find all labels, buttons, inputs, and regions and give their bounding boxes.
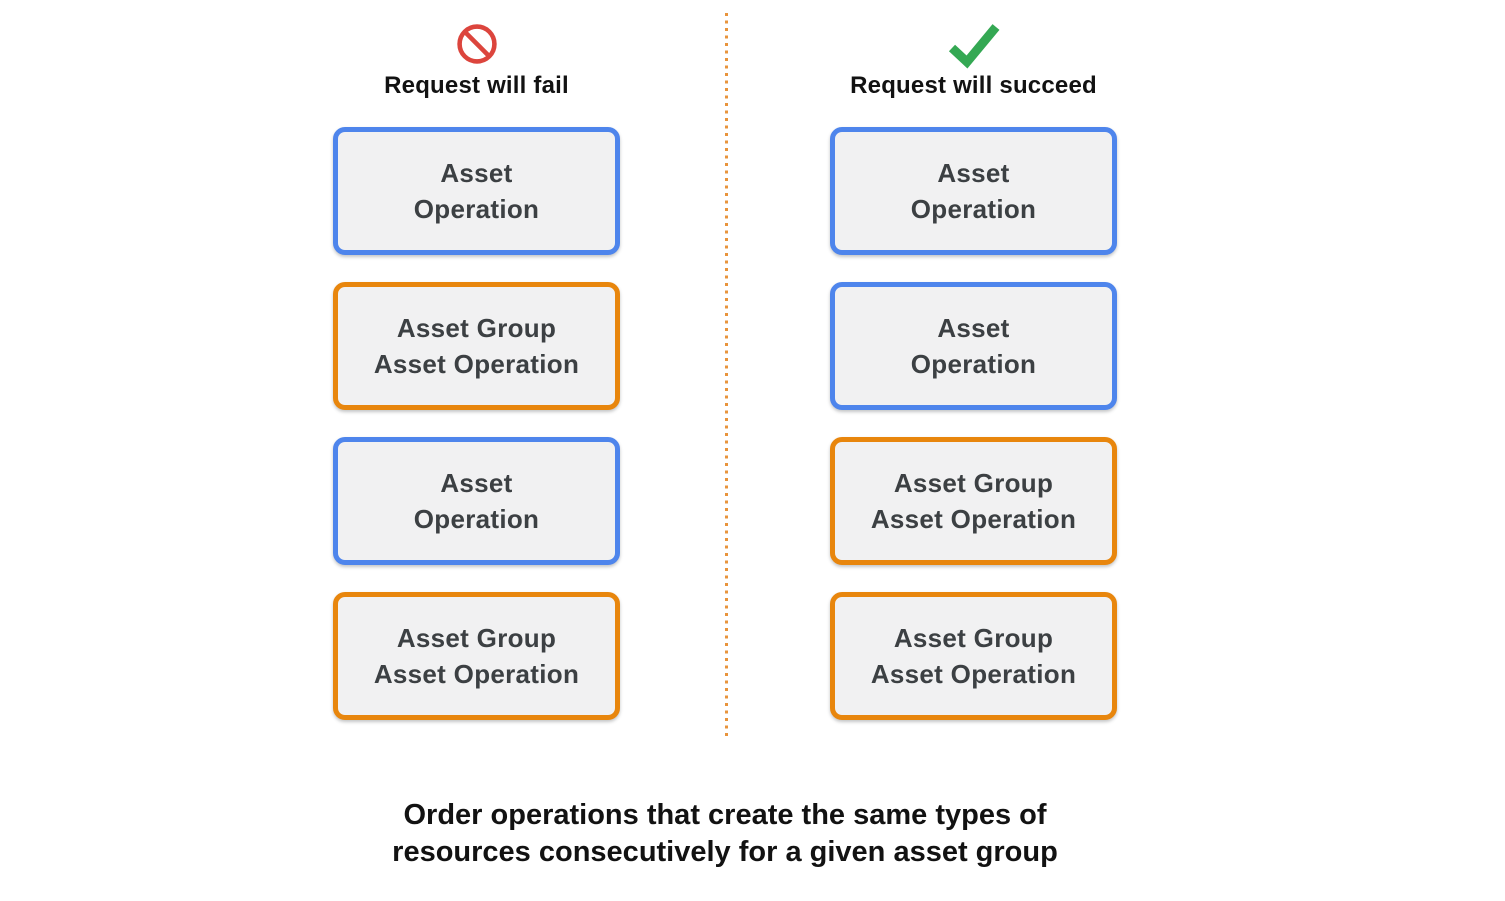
operation-box: Asset Operation [830,282,1117,410]
caption: Order operations that create the same ty… [325,797,1125,871]
operation-box: Asset Group Asset Operation [830,592,1117,720]
caption-line: Order operations that create the same ty… [403,799,1047,831]
fail-column-label: Request will fail [384,72,569,99]
box-label-line2: Operation [910,349,1037,379]
box-label-line1: Asset [440,468,513,498]
box-label-line1: Asset [937,313,1010,343]
fail-icon-wrap [333,20,620,68]
box-label-line1: Asset Group [893,468,1054,498]
box-label-line2: Asset Operation [373,659,580,689]
box-label-line1: Asset Group [396,313,557,343]
operation-box: Asset Group Asset Operation [333,282,620,410]
box-label-line2: Operation [413,194,540,224]
succeed-column-label: Request will succeed [850,72,1097,99]
operation-box: Asset Operation [830,127,1117,255]
box-label-line1: Asset [440,158,513,188]
operation-box: Asset Operation [333,127,620,255]
box-label-line2: Asset Operation [870,659,1077,689]
caption-line: resources consecutively for a given asse… [392,836,1058,868]
box-label-line2: Asset Operation [373,349,580,379]
fail-column: Request will fail Asset Operation Asset … [333,20,620,720]
column-divider [725,13,728,738]
checkmark-icon [948,24,999,69]
operation-box: Asset Group Asset Operation [333,592,620,720]
box-label-line1: Asset Group [396,623,557,653]
operation-box: Asset Group Asset Operation [830,437,1117,565]
prohibition-icon [456,24,497,64]
succeed-icon-wrap [830,20,1117,69]
operation-box: Asset Operation [333,437,620,565]
box-label-line2: Asset Operation [870,504,1077,534]
succeed-column: Request will succeed Asset Operation Ass… [830,20,1117,720]
box-label-line2: Operation [413,504,540,534]
box-label-line1: Asset [937,158,1010,188]
box-label-line1: Asset Group [893,623,1054,653]
box-label-line2: Operation [910,194,1037,224]
